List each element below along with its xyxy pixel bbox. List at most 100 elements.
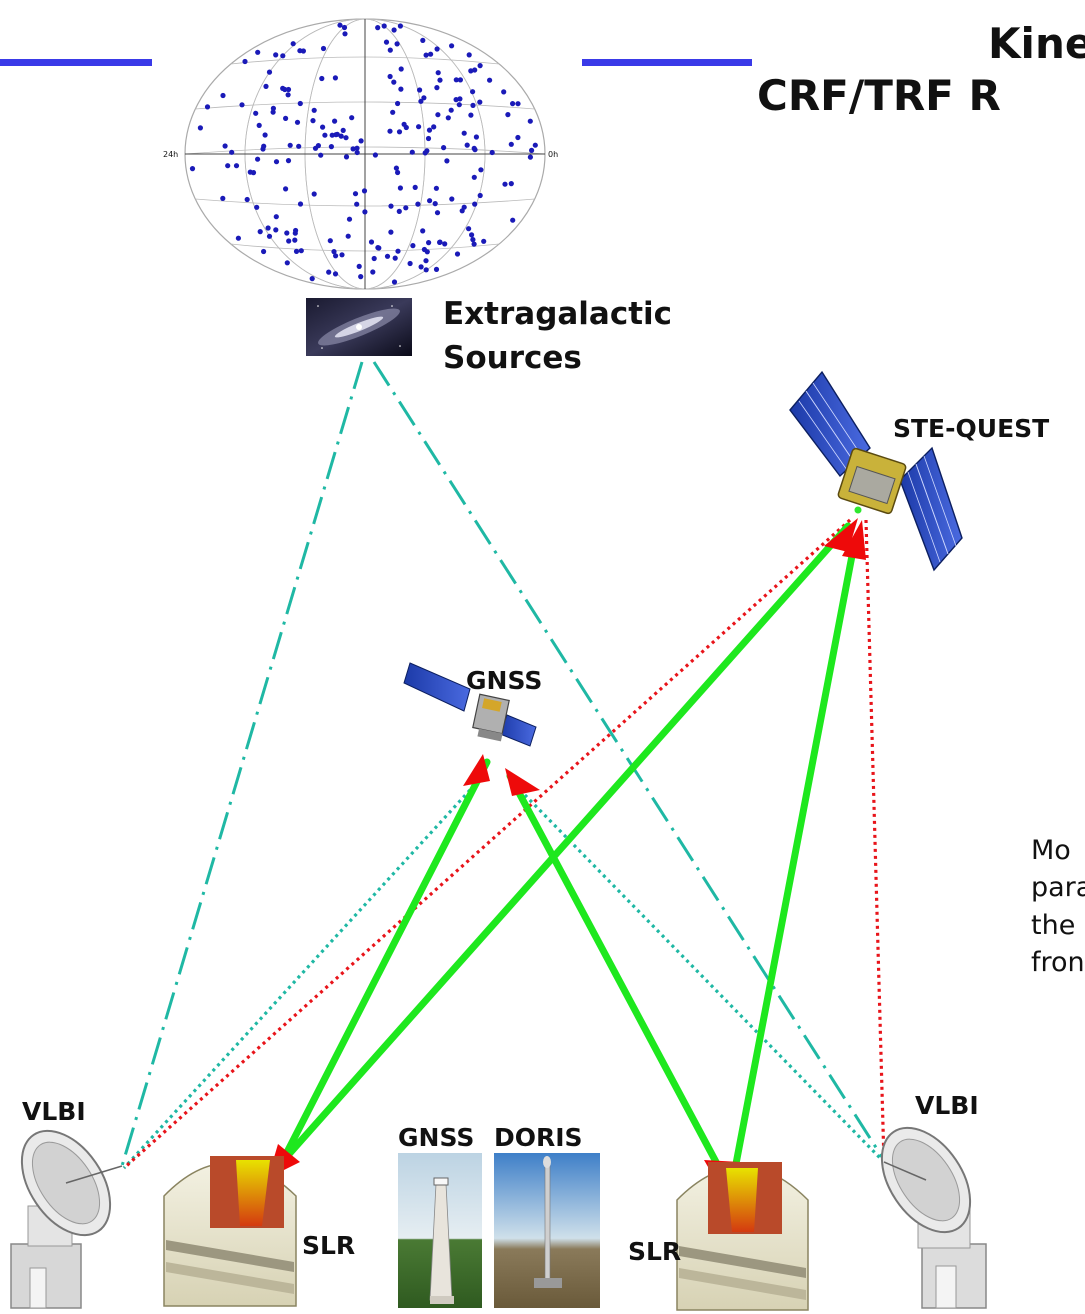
sky-source-dot bbox=[284, 260, 290, 266]
sky-source-dot bbox=[296, 143, 302, 149]
sky-source-dot bbox=[235, 235, 241, 241]
extragalactic-label-line-2: Sources bbox=[443, 340, 582, 376]
ste-quest-label: STE-QUEST bbox=[893, 414, 1049, 443]
ste-quest-right-vlbi-link bbox=[864, 519, 886, 1163]
sky-source-dot bbox=[489, 149, 495, 156]
sky-source-dot bbox=[403, 124, 409, 131]
sky-source-dot bbox=[244, 196, 250, 203]
gnss-vlbi-links bbox=[122, 788, 886, 1170]
sky-source-dot bbox=[253, 110, 259, 116]
sky-source-dot bbox=[318, 152, 324, 158]
sky-source-dot bbox=[418, 98, 424, 104]
sky-source-dot bbox=[273, 227, 279, 233]
sky-source-dot bbox=[466, 52, 472, 58]
sky-source-dot bbox=[220, 195, 226, 201]
vlbi-left-label: VLBI bbox=[22, 1097, 86, 1126]
sky-source-dot bbox=[454, 251, 461, 257]
sky-source-dot bbox=[481, 238, 487, 244]
sky-source-dot bbox=[242, 58, 248, 65]
sky-source-dot bbox=[456, 102, 462, 108]
sky-source-dot bbox=[395, 169, 401, 176]
sky-source-dot bbox=[529, 147, 535, 153]
vlbi-left-source-link bbox=[120, 361, 364, 1167]
sky-source-dot bbox=[471, 174, 477, 180]
sky-source-dot bbox=[285, 158, 292, 164]
sky-source-dot bbox=[449, 43, 455, 49]
sky-source-dot bbox=[426, 240, 432, 246]
sky-source-dot bbox=[417, 87, 423, 93]
sky-source-dot bbox=[370, 269, 376, 275]
sky-source-dot bbox=[509, 101, 516, 107]
sky-source-dot bbox=[263, 83, 269, 89]
sky-source-dot bbox=[461, 204, 467, 210]
sky-source-dot bbox=[472, 67, 478, 73]
sky-source-dot bbox=[297, 201, 304, 207]
sky-source-dot bbox=[448, 107, 454, 113]
ste-quest-satellite-icon bbox=[789, 370, 963, 572]
side-text-line-2: para bbox=[1031, 872, 1085, 903]
slr-right-label: SLR bbox=[628, 1237, 681, 1266]
sky-source-dot bbox=[515, 134, 521, 141]
slr-right-ste-quest-link bbox=[727, 536, 859, 1194]
side-text-line-3: the bbox=[1031, 910, 1075, 941]
sky-source-dot bbox=[286, 238, 292, 244]
sky-source-dot bbox=[527, 154, 534, 160]
sky-source-dot bbox=[189, 166, 196, 172]
sky-source-dot bbox=[339, 252, 345, 258]
sky-source-dot bbox=[441, 145, 447, 151]
sky-source-dot bbox=[427, 198, 433, 204]
sky-source-dot bbox=[398, 86, 404, 92]
arrow-heads bbox=[268, 518, 866, 1198]
sky-source-dot bbox=[273, 159, 280, 165]
doris-station-icon bbox=[494, 1153, 600, 1308]
sky-source-dot bbox=[381, 23, 387, 29]
sky-source-dot bbox=[273, 52, 279, 58]
sky-source-dot bbox=[266, 233, 273, 239]
sky-source-dot bbox=[510, 217, 516, 223]
sky-source-dot bbox=[425, 135, 432, 142]
sky-source-dot bbox=[387, 128, 393, 134]
sky-source-dot bbox=[270, 105, 276, 111]
sky-source-dot bbox=[502, 181, 508, 187]
gnss-right-vlbi-link bbox=[518, 788, 886, 1164]
slr-right-station-icon bbox=[676, 1162, 809, 1311]
sky-source-dot bbox=[346, 216, 353, 222]
sky-source-dot bbox=[368, 239, 375, 245]
sky-source-dot bbox=[515, 101, 521, 107]
sky-source-dot bbox=[257, 229, 263, 235]
sky-source-dot bbox=[333, 253, 339, 259]
sky-source-dot bbox=[358, 138, 364, 144]
sky-source-dot bbox=[354, 149, 360, 156]
ste-quest-left-vlbi-link bbox=[122, 518, 852, 1170]
title-line-1: Kine bbox=[988, 19, 1085, 68]
sky-source-dot bbox=[260, 146, 266, 152]
sky-source-dot bbox=[345, 233, 351, 239]
sky-source-dot bbox=[477, 63, 483, 69]
sky-source-dot bbox=[283, 115, 289, 121]
sky-source-dot bbox=[420, 228, 426, 234]
sky-source-dot bbox=[416, 124, 422, 130]
sky-source-dot bbox=[309, 276, 315, 282]
sky-source-dot bbox=[423, 258, 429, 264]
sky-source-dot bbox=[376, 245, 382, 251]
sky-source-dot bbox=[397, 185, 403, 191]
title-rule-left bbox=[0, 59, 152, 66]
sky-source-dot bbox=[225, 163, 231, 169]
sky-source-dot bbox=[434, 210, 441, 216]
gnss-left-vlbi-link bbox=[122, 788, 472, 1170]
sky-source-dot bbox=[311, 107, 317, 113]
sky-source-dot bbox=[415, 201, 421, 207]
sky-source-dot bbox=[444, 158, 450, 164]
sky-source-dot bbox=[471, 241, 477, 247]
sky-source-dot bbox=[280, 85, 286, 91]
sky-source-dot bbox=[362, 209, 368, 215]
sky-source-dot bbox=[466, 226, 472, 232]
sky-source-dot bbox=[508, 181, 514, 187]
sky-source-dot bbox=[354, 201, 360, 207]
slr-left-gnss-link bbox=[278, 758, 491, 1166]
sky-source-dot bbox=[457, 96, 463, 102]
sky-source-dot bbox=[468, 112, 474, 118]
sky-source-dot bbox=[287, 142, 293, 148]
sky-source-dot bbox=[319, 75, 325, 82]
